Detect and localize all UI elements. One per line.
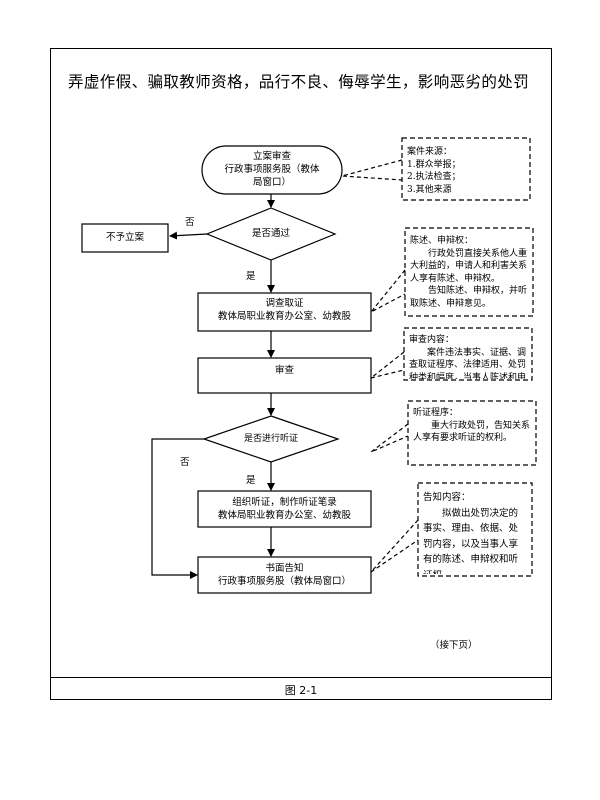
investigate-node-label: 调查取证 教体局职业教育办公室、幼教股 xyxy=(217,298,351,322)
hearing-node-label: 组织听证，制作听证笔录 教体局职业教育办公室、幼教股 xyxy=(217,497,351,521)
reject-node-label: 不予立案 xyxy=(105,232,144,243)
review-node-shape xyxy=(197,357,372,394)
note-source-text: 案件来源： 1.群众举报； 2.执法检查； 3.其他来源 xyxy=(407,147,461,195)
investigate-node-shape xyxy=(197,292,372,332)
figure-caption: 图 2-1 xyxy=(284,684,318,697)
decision1-label: 是否通过 xyxy=(251,228,290,239)
start-node-label: 立案审查 行政事项服务股（教体 局窗口） xyxy=(224,151,320,188)
continued-label: （接下页） xyxy=(430,640,478,651)
decision2-label: 是否进行听证 xyxy=(243,434,298,444)
callout-defense xyxy=(370,269,406,313)
yes-label-2: 是 xyxy=(246,475,256,486)
note-defense-box xyxy=(404,227,534,317)
start-node-shape xyxy=(201,145,343,195)
review-node-label: 审查 xyxy=(274,365,294,376)
notice-node-shape xyxy=(197,556,372,594)
arrow-decision2-skip xyxy=(151,438,204,579)
callout-review xyxy=(370,351,405,379)
no-label-1: 否 xyxy=(185,217,195,228)
note-review-text: 审查内容： 案件违法事实、证据、调查取证程序、法律适用、处罚种类和幅度，当事人陈… xyxy=(409,335,527,379)
yes-label-1: 是 xyxy=(246,271,256,282)
note-notice-text: 告知内容： 拟做出处罚决定的事实、理由、依据、处罚内容，以及当事人享有的陈述、申… xyxy=(423,492,519,574)
callout-source xyxy=(341,159,403,181)
note-review-box xyxy=(403,327,533,381)
reject-node-shape xyxy=(81,223,169,253)
notice-node-label: 书面告知 行政事项服务股（教体局窗口） xyxy=(217,563,351,587)
note-hearing-text: 听证程序： 重大行政处罚，告知关系人享有要求听证的权利。 xyxy=(413,408,531,443)
callout-notice xyxy=(370,519,419,573)
page-frame xyxy=(50,48,552,700)
hearing-node-shape xyxy=(197,490,372,528)
note-defense-text: 陈述、申辩权： 行政处罚直接关系他人重大利益的，申请人和利害关系人享有陈述、申辩… xyxy=(410,236,528,309)
note-hearing-box xyxy=(407,400,537,466)
no-label-2: 否 xyxy=(180,457,190,468)
page-title: 弄虚作假、骗取教师资格，品行不良、侮辱学生，影响恶劣的处罚 xyxy=(68,73,530,91)
arrow-decision1-reject xyxy=(169,231,208,240)
note-source-box xyxy=(401,137,531,201)
callout-hearing xyxy=(370,423,409,453)
note-notice-box xyxy=(417,482,533,577)
caption-divider xyxy=(50,677,552,678)
